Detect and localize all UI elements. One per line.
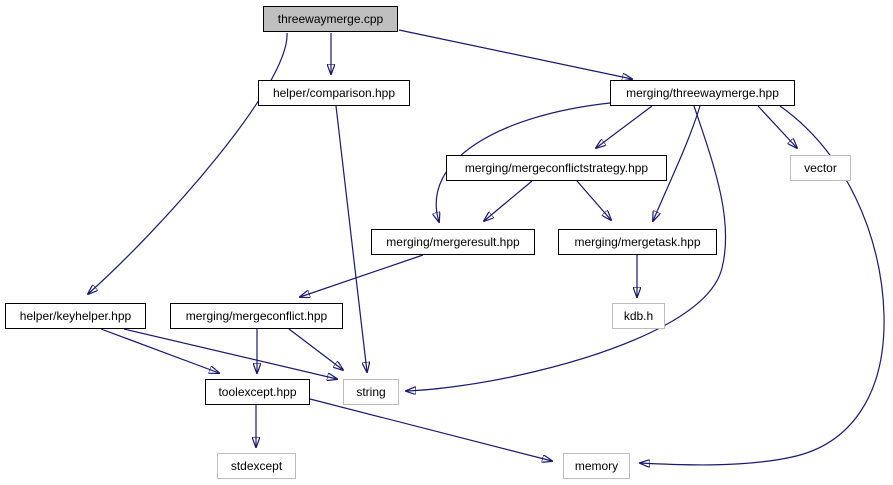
node-helper-keyhelper-hpp[interactable]: helper/keyhelper.hpp: [5, 303, 146, 329]
edge-threewaymerge-hpp-to-vector: [757, 105, 797, 148]
node-merging-mergeresult-hpp[interactable]: merging/mergeresult.hpp: [371, 229, 535, 255]
edge-strategy-to-mergetask: [576, 180, 611, 220]
edge-cpp-to-threewaymerge-hpp: [398, 29, 632, 79]
edge-threewaymerge-hpp-to-mergetask: [653, 105, 701, 221]
edge-cpp-to-keyhelper: [88, 32, 288, 294]
edge-keyhelper-to-toolexcept: [100, 328, 219, 373]
edge-toolexcept-to-memory: [309, 398, 552, 461]
node-toolexcept-hpp[interactable]: toolexcept.hpp: [205, 379, 310, 405]
edge-threewaymerge-hpp-to-strategy: [596, 105, 653, 148]
node-vector: vector: [790, 155, 851, 181]
node-threewaymerge-cpp: threewaymerge.cpp: [263, 6, 398, 32]
node-merging-mergeconflict-hpp[interactable]: merging/mergeconflict.hpp: [170, 303, 343, 329]
node-merging-mergetask-hpp[interactable]: merging/mergetask.hpp: [558, 229, 717, 255]
node-kdb-h: kdb.h: [612, 303, 665, 329]
edge-threewaymerge-hpp-to-string: [406, 105, 727, 391]
edge-comparison-to-string: [335, 105, 367, 372]
node-string: string: [343, 379, 399, 405]
node-helper-comparison-hpp[interactable]: helper/comparison.hpp: [258, 80, 410, 106]
node-merging-threewaymerge-hpp[interactable]: merging/threewaymerge.hpp: [610, 80, 795, 106]
edge-threewaymerge-hpp-to-memory: [640, 105, 885, 465]
edge-threewaymerge-hpp-to-mergeresult: [436, 102, 611, 222]
edge-strategy-to-mergeresult: [484, 180, 533, 221]
node-stdexcept: stdexcept: [217, 453, 296, 479]
edge-mergeresult-to-mergeconflict: [300, 254, 424, 297]
edge-keyhelper-to-string: [123, 328, 337, 379]
node-merging-mergeconflictstrategy-hpp[interactable]: merging/mergeconflictstrategy.hpp: [446, 155, 667, 181]
edge-mergeconflict-to-string: [288, 328, 343, 370]
node-memory: memory: [563, 453, 630, 479]
